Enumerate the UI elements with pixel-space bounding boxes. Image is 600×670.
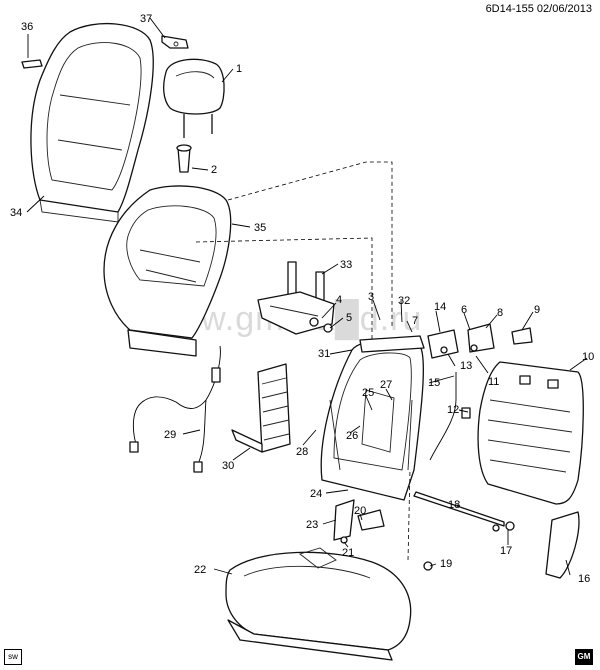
- callout-30: 30: [222, 460, 234, 472]
- part-wiring-harness: [129, 345, 221, 473]
- callout-27: 27: [380, 379, 392, 391]
- gm-logo: GM: [575, 649, 593, 665]
- callout-33: 33: [340, 259, 352, 271]
- part-clip-36: [21, 59, 43, 69]
- callout-34: 34: [10, 207, 22, 219]
- callout-5: 5: [346, 312, 352, 324]
- callout-25: 25: [362, 387, 374, 399]
- part-seatback-rear-panel: [477, 361, 584, 505]
- callout-31: 31: [318, 348, 330, 360]
- part-headrest-guide-tubes: [257, 261, 335, 335]
- callout-29: 29: [164, 429, 176, 441]
- callout-2: 2: [211, 164, 217, 176]
- part-bolt-19: [423, 561, 433, 571]
- callout-labels: 1 2 3 4 5 6 7 8 9 10 11 12 13 14 15 16 1…: [10, 13, 594, 585]
- callout-26: 26: [346, 430, 358, 442]
- part-cable-15: [429, 372, 457, 461]
- part-seatback-frame: [320, 335, 425, 501]
- callout-17: 17: [500, 545, 512, 557]
- callout-37: 37: [140, 13, 152, 25]
- part-lumbar-support: [231, 363, 291, 453]
- callout-14: 14: [434, 301, 446, 313]
- callout-36: 36: [21, 21, 33, 33]
- callout-22: 22: [194, 564, 206, 576]
- callout-16: 16: [578, 573, 590, 585]
- callout-32: 32: [398, 295, 410, 307]
- callout-19: 19: [440, 558, 452, 570]
- callout-6: 6: [461, 304, 467, 316]
- callout-15: 15: [428, 377, 440, 389]
- callout-7: 7: [412, 315, 418, 327]
- part-clip-12: [461, 407, 471, 419]
- callout-3: 3: [368, 291, 374, 303]
- part-side-trim: [545, 511, 580, 579]
- callout-13: 13: [460, 360, 472, 372]
- diagram-code-date: 6D14-155 02/06/2013: [485, 3, 592, 15]
- part-headrest-guide: [176, 144, 192, 173]
- part-recliner-latch: [427, 323, 533, 359]
- part-bracket-37: [161, 35, 189, 49]
- callout-1: 1: [236, 63, 242, 75]
- callout-35: 35: [254, 222, 266, 234]
- callout-23: 23: [306, 519, 318, 531]
- callout-21: 21: [342, 547, 354, 559]
- part-headrest: [163, 58, 225, 138]
- part-seatback-cover: [30, 22, 154, 223]
- callout-18: 18: [448, 499, 460, 511]
- corner-mark: sw: [4, 649, 22, 665]
- callout-28: 28: [296, 446, 308, 458]
- part-bolt-17: [492, 524, 500, 532]
- callout-11: 11: [488, 376, 499, 388]
- part-seat-cushion: [225, 547, 412, 661]
- callout-9: 9: [534, 304, 540, 316]
- callout-12: 12: [447, 404, 459, 416]
- part-rod: [413, 491, 515, 531]
- callout-20: 20: [354, 505, 366, 517]
- callout-24: 24: [310, 488, 322, 500]
- callout-4: 4: [336, 294, 342, 306]
- part-seatback-pad: [103, 185, 232, 357]
- callout-10: 10: [582, 351, 594, 363]
- callout-8: 8: [497, 307, 503, 319]
- part-recliner-handle: [333, 499, 385, 544]
- leader-lines: [26, 17, 588, 576]
